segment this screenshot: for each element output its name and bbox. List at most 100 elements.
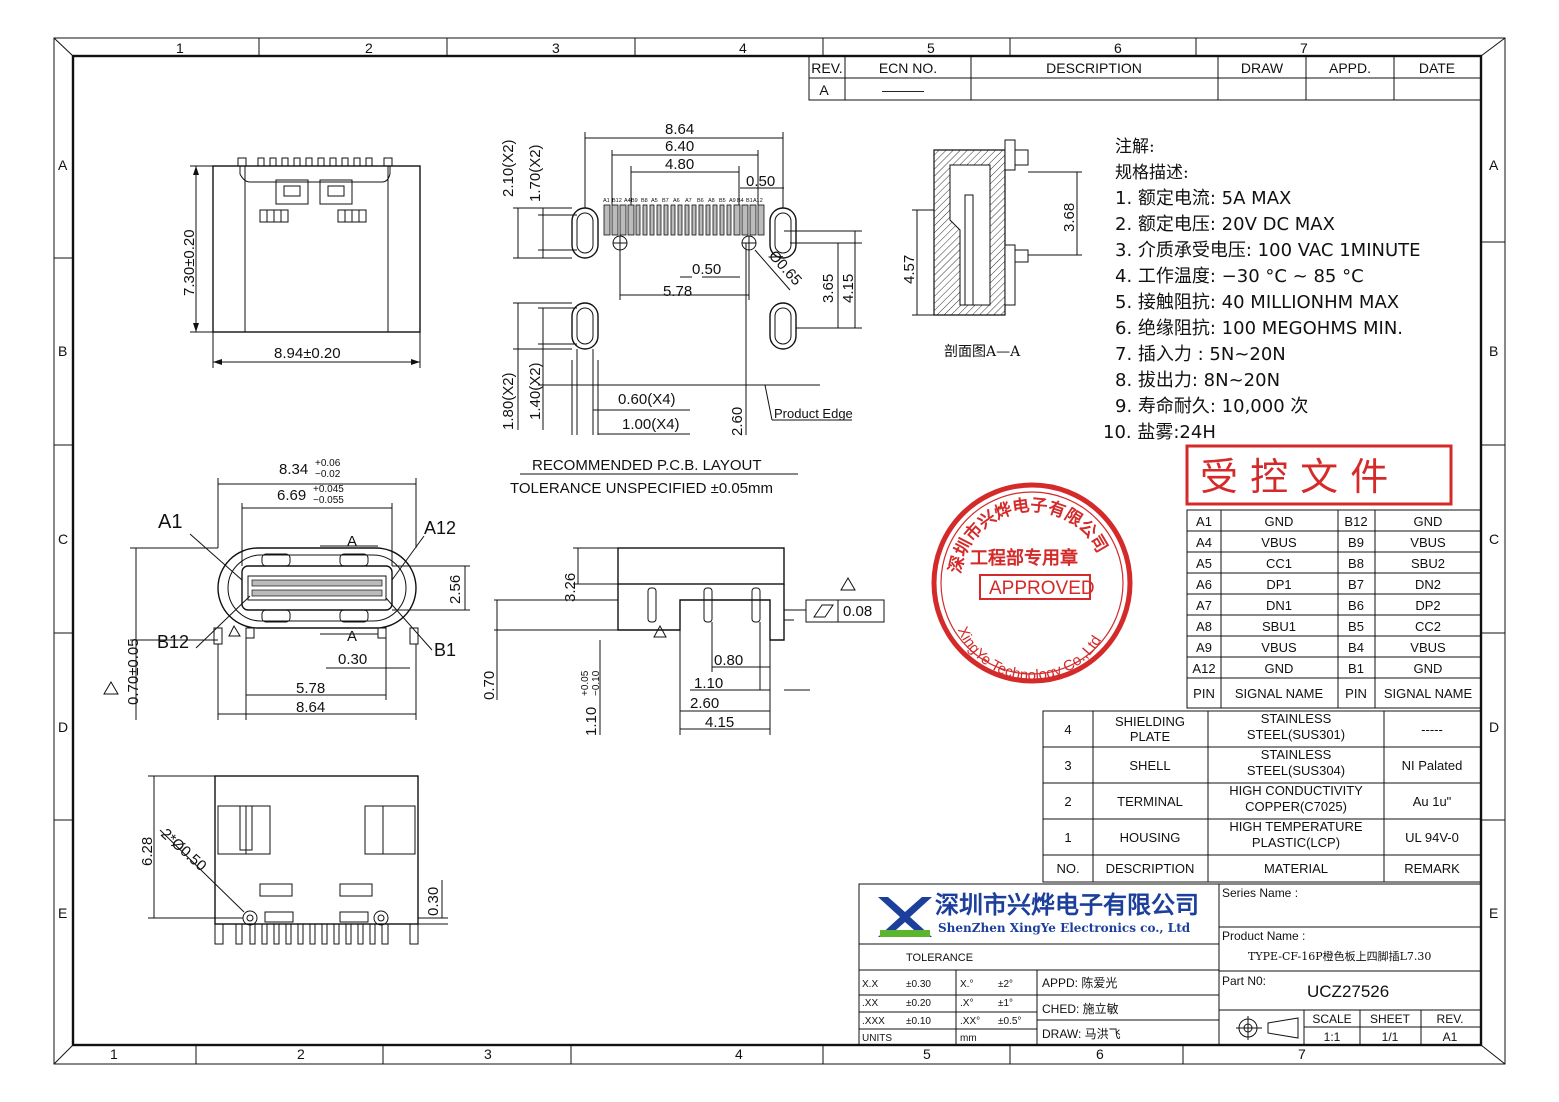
ched-field: CHED: 施立敏 — [1042, 1001, 1119, 1016]
zone-top-3: 3 — [552, 40, 560, 56]
note-item: 10. 盐雾:24H — [1103, 422, 1216, 443]
pin-table-cell: DP1 — [1266, 577, 1291, 592]
pcb-dim-8-64: 8.64 — [665, 121, 694, 138]
pcb-dim-1-70: 1.70(X2) — [527, 144, 544, 202]
draw-header: DRAW — [1241, 60, 1284, 76]
rev-header: REV. — [811, 60, 842, 76]
front-section-a-top: A — [347, 533, 357, 550]
bom-material: STAINLESS — [1261, 747, 1332, 762]
zone-top-1: 1 — [176, 40, 184, 56]
pin-label-b9: B9 — [631, 198, 638, 204]
bom-material: HIGH TEMPERATURE — [1229, 819, 1362, 834]
bottom-dim-6-28: 6.28 — [139, 837, 156, 866]
description-header: DESCRIPTION — [1046, 60, 1142, 76]
zone-left-c: C — [58, 531, 68, 547]
section-caption: 剖面图A—A — [944, 344, 1021, 360]
pin-table-cell: VBUS — [1261, 640, 1297, 655]
rev-value: A — [819, 82, 829, 98]
note-item: 9. 寿命耐久: 10,000 次 — [1115, 396, 1308, 417]
pin-table-cell: GND — [1265, 661, 1294, 676]
zone-bottom-3: 3 — [484, 1046, 492, 1062]
company-logo-icon — [878, 897, 932, 937]
tol-xxxx-value: ±0.10 — [906, 1016, 931, 1027]
note-item: 1. 额定电流: 5A MAX — [1115, 188, 1291, 209]
bottom-view: 6.28 2*Ø0.50 0.30 — [139, 775, 448, 945]
pcb-dim-4-15: 4.15 — [840, 274, 857, 303]
pin-table-cell: B5 — [1348, 619, 1364, 634]
top-height-dim: 7.30±0.20 — [181, 229, 198, 296]
section-dim-3-68: 3.68 — [1061, 203, 1078, 232]
pin-table-cell: A4 — [1196, 535, 1212, 550]
pin-label-b6: B6 — [697, 198, 704, 204]
front-dim-6-69-upper: +0.045 — [313, 484, 344, 495]
zone-left-b: B — [58, 343, 67, 359]
pin-table-cell: SBU2 — [1411, 556, 1445, 571]
pin-label-a8: A8 — [708, 198, 715, 204]
company-name-en: ShenZhen XingYe Electronics co., Ltd — [938, 921, 1191, 935]
zone-bottom-6: 6 — [1096, 1046, 1104, 1062]
appd-field: APPD: 陈爱光 — [1042, 975, 1117, 990]
bom-description: PLATE — [1130, 729, 1171, 744]
units-label: UNITS — [862, 1033, 892, 1044]
revision-table: REV. ECN NO. DESCRIPTION DRAW APPD. DATE… — [808, 55, 1482, 101]
pcb-layout-tolerance: TOLERANCE UNSPECIFIED ±0.05mm — [510, 480, 773, 497]
notes: 注解: 规格描述: 1. 额定电流: 5A MAX 2. 额定电压: 20V D… — [1103, 137, 1421, 443]
pcb-dim-4-80: 4.80 — [665, 156, 694, 173]
pin-label-b5: B5 — [719, 198, 726, 204]
pin-table-cell: A1 — [1196, 514, 1212, 529]
sheet-label: SHEET — [1370, 1012, 1411, 1026]
bom-description: SHELL — [1129, 758, 1170, 773]
note-item: 7. 插入力 : 5N~20N — [1115, 344, 1286, 365]
front-dim-8-34: 8.34 — [279, 461, 308, 478]
pin-label-b8: B8 — [641, 198, 648, 204]
bom-description: HOUSING — [1120, 830, 1181, 845]
tol-xxxx: .XXX — [862, 1016, 885, 1027]
pin-label-a4: A4 — [624, 198, 631, 204]
projection-symbol-icon — [1236, 1016, 1299, 1040]
bom-no: 2 — [1064, 794, 1071, 809]
bom-description: TERMINAL — [1117, 794, 1183, 809]
pin-table-cell: GND — [1414, 514, 1443, 529]
bom-header-desc: DESCRIPTION — [1106, 861, 1195, 876]
tolerance-label: TOLERANCE — [906, 952, 973, 964]
pcb-dim-1-40: 1.40(X2) — [527, 362, 544, 420]
bom-material: COPPER(C7025) — [1245, 799, 1347, 814]
bom-material: PLASTIC(LCP) — [1252, 835, 1340, 850]
front-dim-6-69: 6.69 — [277, 487, 306, 504]
bom-no: 3 — [1064, 758, 1071, 773]
top-width-dim: 8.94±0.20 — [274, 345, 341, 362]
part-number: UCZ27526 — [1307, 982, 1389, 1001]
note-item: 8. 拔出力: 8N~20N — [1115, 370, 1280, 391]
zone-bottom-2: 2 — [297, 1046, 305, 1062]
zone-right-c: C — [1489, 531, 1499, 547]
pin-table-cell: GND — [1414, 661, 1443, 676]
note-item: 2. 额定电压: 20V DC MAX — [1115, 214, 1335, 235]
bom-material: HIGH CONDUCTIVITY — [1229, 783, 1363, 798]
zone-left-e: E — [58, 905, 67, 921]
rev-label: REV. — [1437, 1012, 1464, 1026]
pin-table-cell: DP2 — [1415, 598, 1440, 613]
tol-xx-value: ±0.30 — [906, 979, 931, 990]
front-dim-8-34-upper: +0.06 — [315, 458, 341, 469]
bom-header-no: NO. — [1056, 861, 1079, 876]
front-section-a-bottom: A — [347, 628, 357, 645]
note-item: 3. 介质承受电压: 100 VAC 1MINUTE — [1115, 240, 1421, 261]
pcb-layout-title: RECOMMENDED P.C.B. LAYOUT — [532, 457, 761, 474]
bom-remark: UL 94V-0 — [1405, 830, 1459, 845]
pcb-dim-6-40: 6.40 — [665, 138, 694, 155]
zone-right-d: D — [1489, 719, 1499, 735]
pin-table-cell: A5 — [1196, 556, 1212, 571]
tol-angle3: .XX° — [960, 1016, 980, 1027]
bom-remark: NI Palated — [1402, 758, 1463, 773]
pin-table-header-cell: PIN — [1193, 686, 1215, 701]
tol-angle1: X.° — [960, 979, 973, 990]
pin-table-cell: B8 — [1348, 556, 1364, 571]
pin-table-cell: GND — [1265, 514, 1294, 529]
zone-right-b: B — [1489, 343, 1498, 359]
product-name: TYPE-CF-16P橙色板上四脚插L7.30 — [1248, 949, 1431, 963]
bom-material: STEEL(SUS301) — [1247, 727, 1345, 742]
pcb-layout: A1 B12 A4 B9 B8 A5 B7 A6 A7 B6 A8 B5 A9 … — [500, 121, 862, 497]
